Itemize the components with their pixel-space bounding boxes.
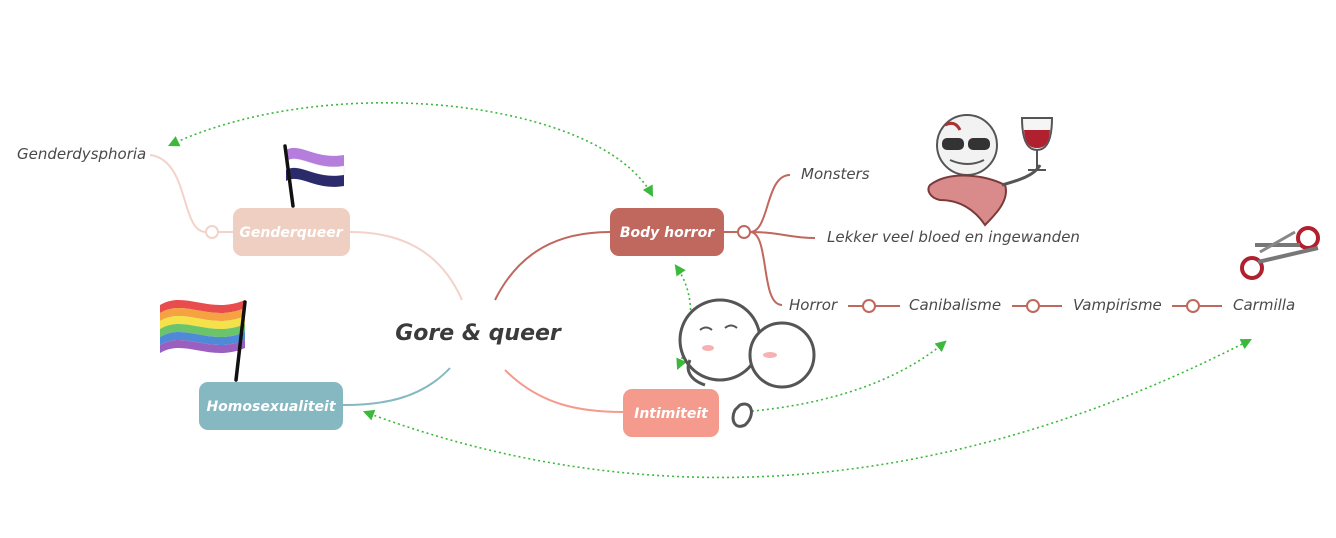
topic-homosexualiteit[interactable]: Homosexualiteit — [199, 382, 343, 430]
connector-monsters — [749, 174, 791, 233]
collapse-knob-body-horror[interactable] — [737, 225, 751, 239]
connector-intimiteit — [504, 369, 624, 413]
topic-genderqueer[interactable]: Genderqueer — [233, 208, 350, 256]
bloody-scissors-sticker — [1240, 226, 1320, 280]
rainbow-pride-flag-icon — [160, 300, 247, 382]
connector-genderdysphoria-curve — [149, 154, 207, 233]
topic-body-horror-box[interactable] — [610, 208, 724, 256]
subtopic-genderdysphoria[interactable]: Genderdysphoria — [17, 145, 146, 163]
collapse-knob-genderqueer[interactable] — [205, 225, 219, 239]
topic-intimiteit[interactable]: Intimiteit — [623, 389, 719, 437]
connector-horror — [749, 231, 783, 306]
central-topic[interactable]: Gore & queer — [395, 321, 562, 346]
topic-genderqueer-label: Genderqueer — [239, 225, 343, 241]
connector-genderqueer — [349, 231, 463, 301]
topic-intimiteit-label: Intimiteit — [634, 406, 709, 422]
collapse-knob-canibalisme[interactable] — [1026, 299, 1040, 313]
connector-homosexualiteit — [342, 367, 451, 406]
topic-intimiteit-box[interactable] — [623, 389, 719, 437]
connector-body-horror — [494, 231, 611, 301]
subtopic-vampirisme[interactable]: Vampirisme — [1073, 296, 1162, 314]
genderqueer-pride-flag-icon — [283, 144, 345, 208]
subtopic-monsters[interactable]: Monsters — [801, 165, 870, 183]
topic-homosexualiteit-label: Homosexualiteit — [206, 399, 336, 415]
relationship-body-horror-genderdysphoria[interactable] — [167, 102, 654, 197]
connector-lekker — [749, 231, 816, 239]
topic-homosexualiteit-box[interactable] — [199, 382, 343, 430]
hugging-characters-sticker — [678, 298, 816, 428]
skeleton-with-wine-sticker — [927, 114, 1054, 227]
topic-body-horror-label: Body horror — [620, 225, 715, 241]
subtopic-canibalisme[interactable]: Canibalisme — [909, 296, 1001, 314]
subtopic-carmilla[interactable]: Carmilla — [1233, 296, 1295, 314]
topic-genderqueer-box[interactable] — [233, 208, 350, 256]
collapse-knob-horror[interactable] — [862, 299, 876, 313]
subtopic-lekker-veel-bloed[interactable]: Lekker veel bloed en ingewanden — [827, 228, 1080, 246]
relationship-homosexualiteit-carmilla[interactable] — [362, 338, 1252, 479]
subtopic-horror[interactable]: Horror — [789, 296, 838, 314]
collapse-knob-vampirisme[interactable] — [1186, 299, 1200, 313]
topic-body-horror[interactable]: Body horror — [610, 208, 724, 256]
